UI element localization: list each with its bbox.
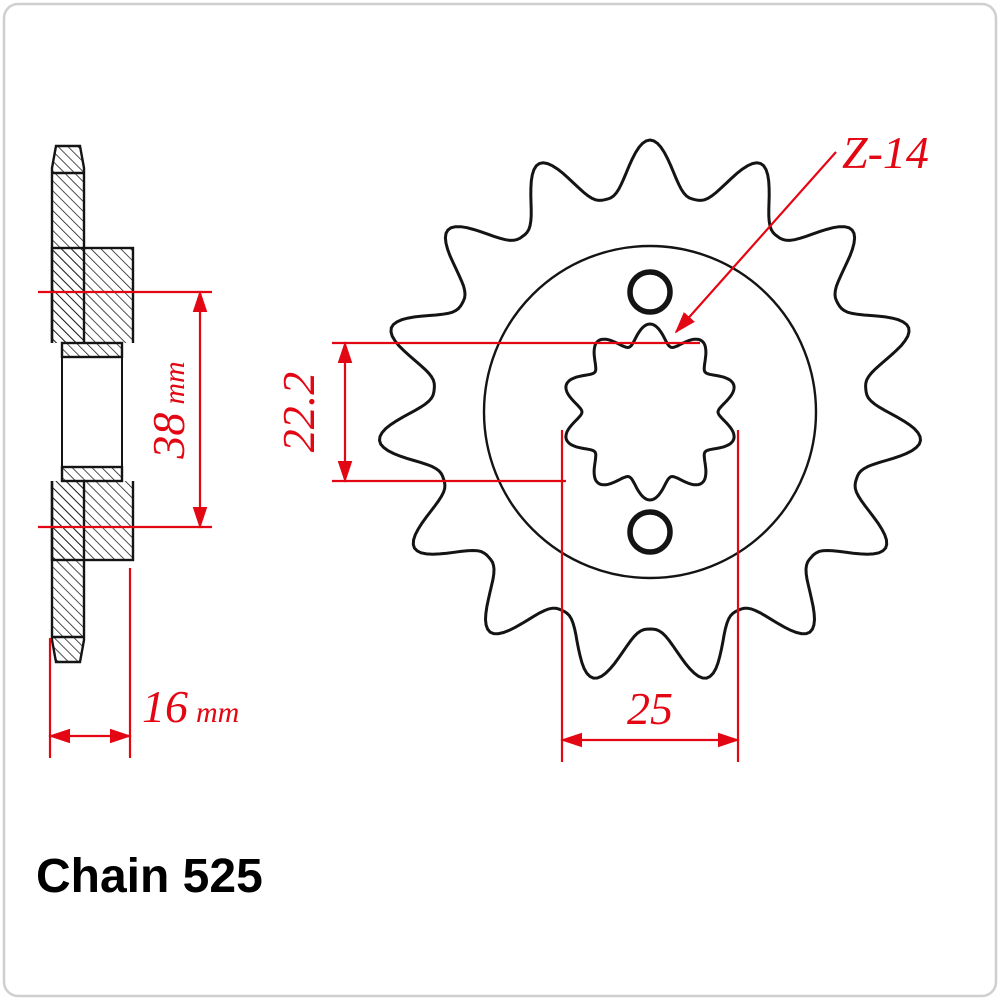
front-view-details — [482, 244, 818, 580]
dimension-38mm: 38mm — [38, 290, 212, 529]
spline-bore-outline — [564, 322, 736, 502]
dim-label-22-2: 22.2 — [273, 372, 324, 453]
callout-label-z14: Z-14 — [842, 127, 929, 178]
dim-label-38mm: 38mm — [143, 361, 194, 459]
bore-outline — [61, 342, 123, 482]
leader-line — [674, 151, 837, 334]
lightening-hole-bottom — [627, 509, 673, 555]
side-view — [48, 144, 137, 664]
dimension-25: 25 — [560, 430, 740, 762]
front-view — [377, 138, 923, 680]
chain-spec-label: Chain 525 — [36, 850, 263, 903]
callout-z14: Z-14 — [674, 127, 929, 334]
inner-circle — [482, 244, 818, 580]
dim-label-25: 25 — [627, 683, 673, 734]
lightening-hole-top — [627, 269, 673, 315]
dimension-22-2: 22.2 — [273, 341, 700, 483]
spline-section-bottom — [60, 465, 124, 483]
spline-section-top — [60, 341, 124, 359]
